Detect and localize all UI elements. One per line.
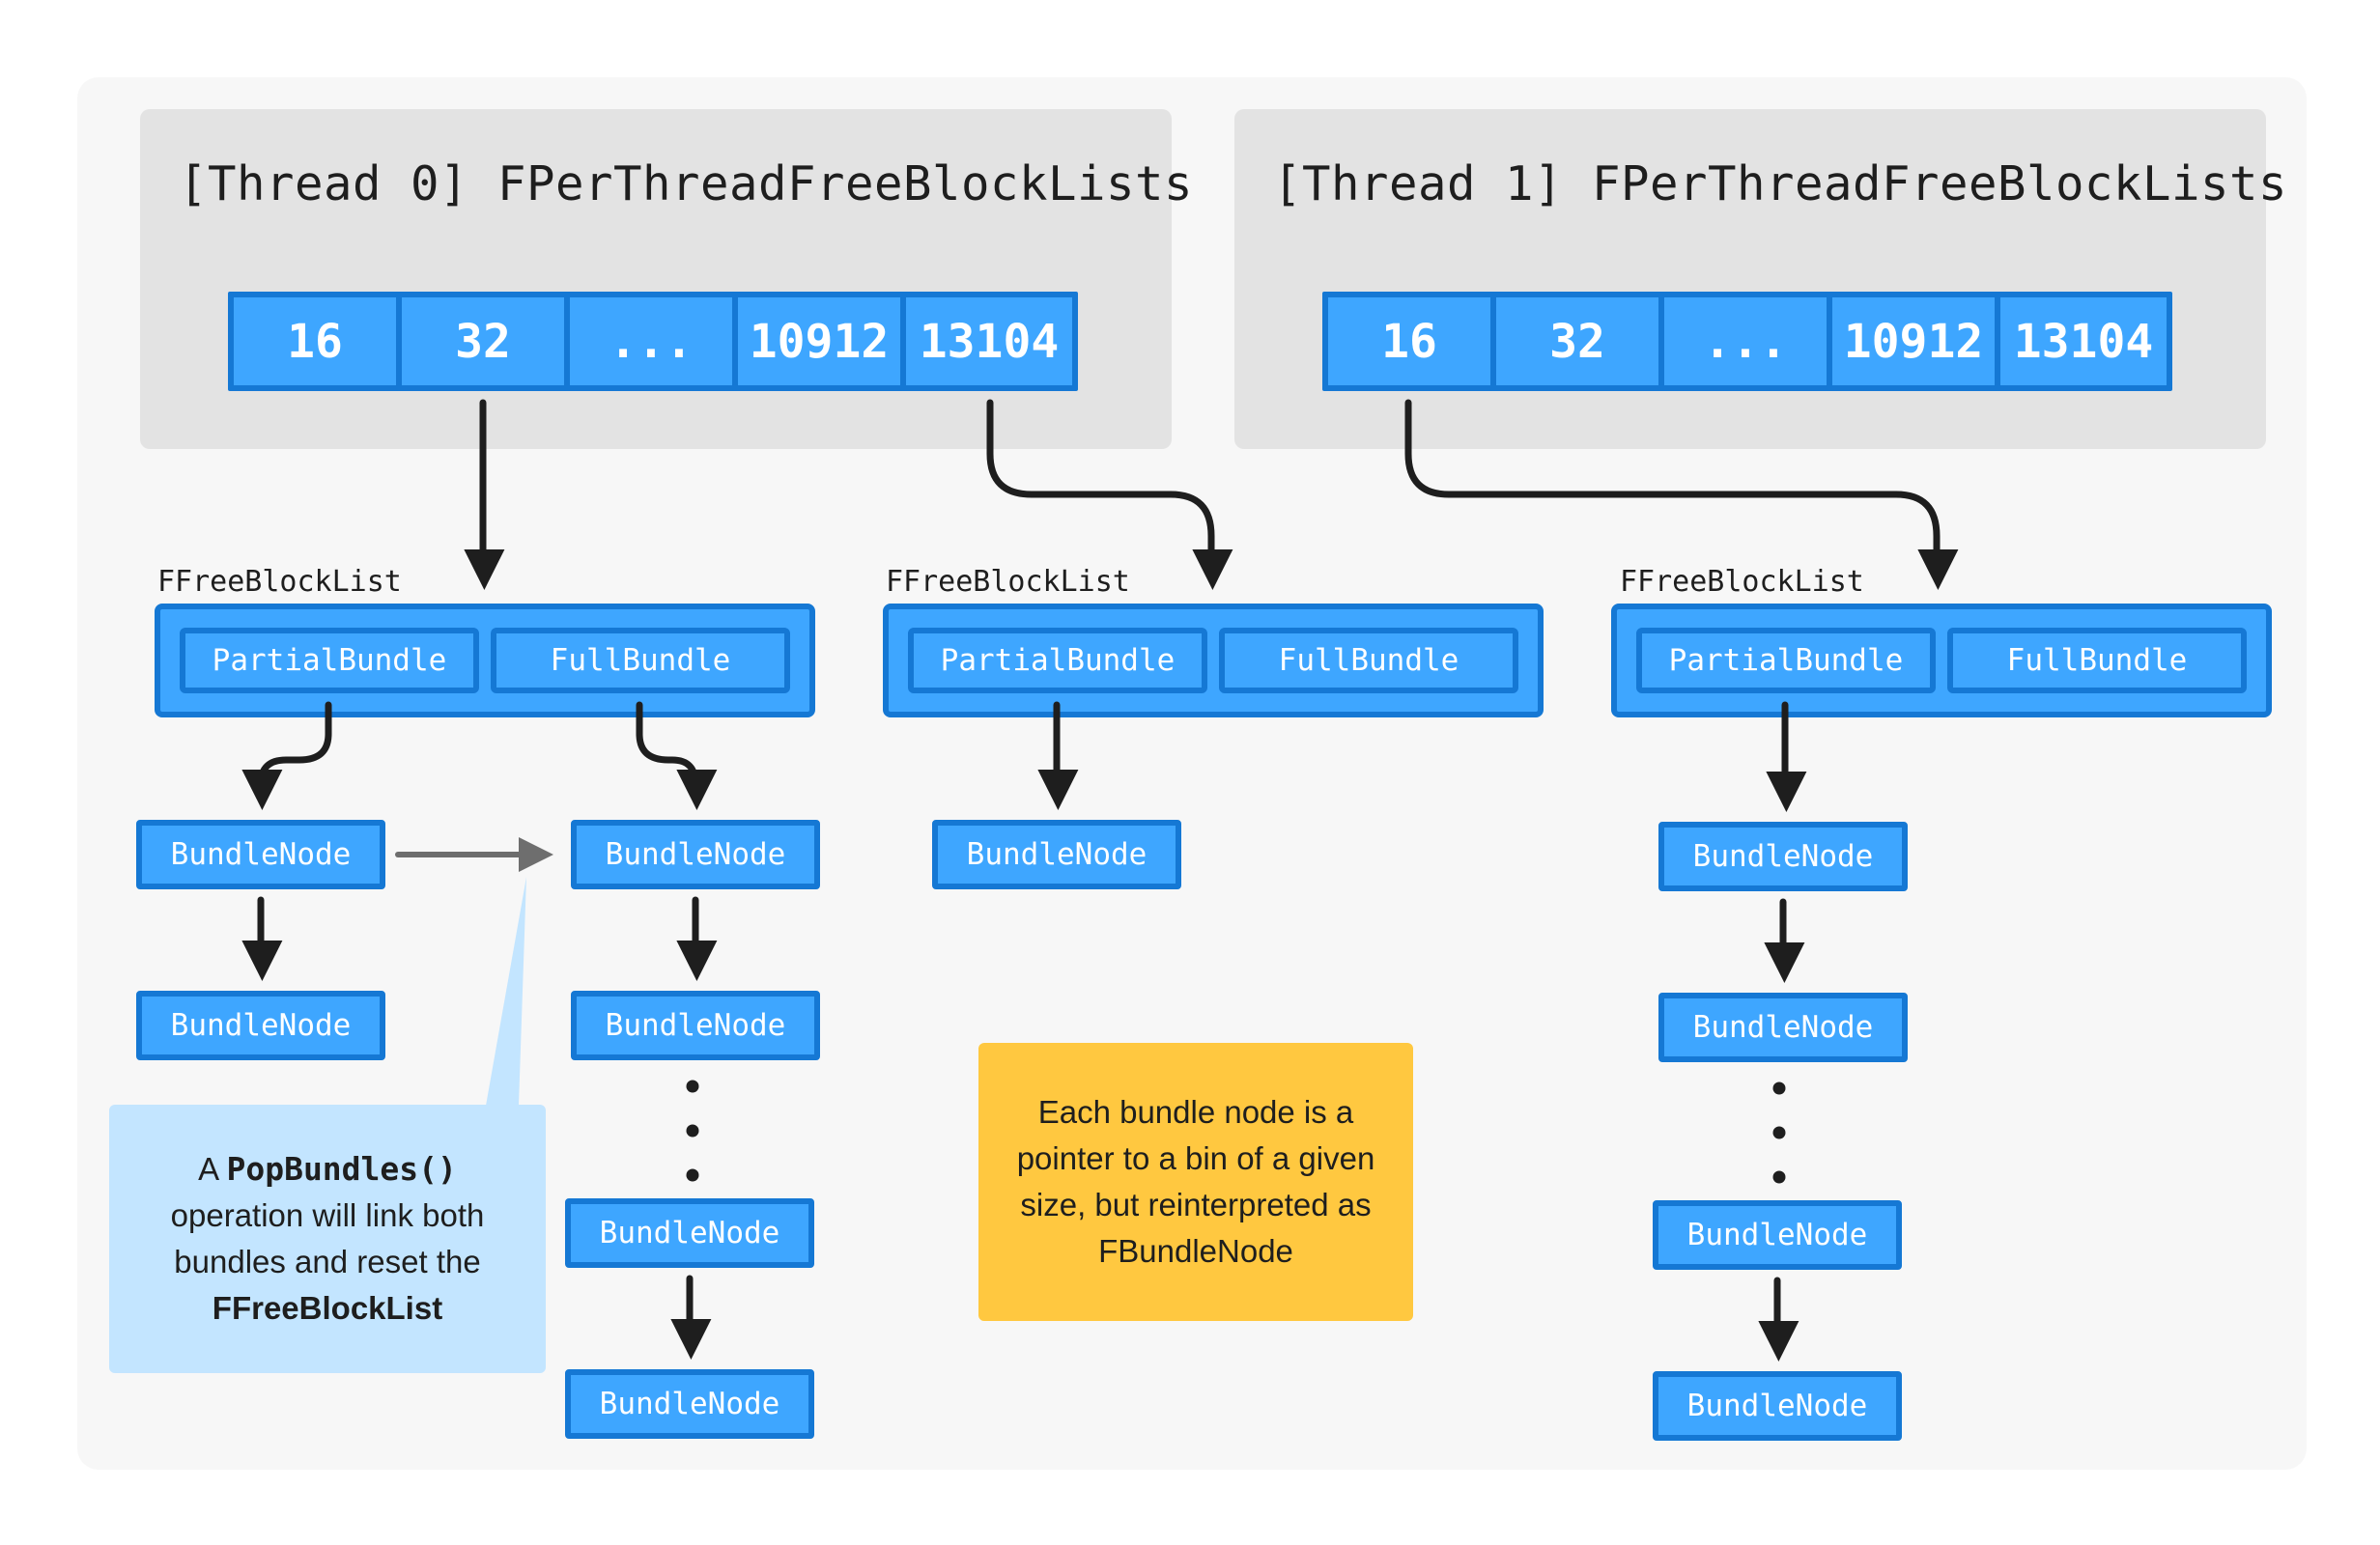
bundle-node: BundleNode (565, 1198, 814, 1268)
free-block-list-1-partial-bundle: PartialBundle (180, 628, 479, 693)
bundle-node-note: Each bundle node is a pointer to a bin o… (978, 1043, 1413, 1321)
ellipsis-dot (1772, 1126, 1786, 1139)
thread-1-bin-ellipsis: ... (1658, 292, 1832, 391)
thread-0-title: [Thread 0] FPerThreadFreeBlockLists (179, 156, 1194, 211)
free-block-list-3-label: FFreeBlockList (1620, 565, 1864, 599)
thread-0-bin-32: 32 (396, 292, 570, 391)
thread-1-bin-16: 16 (1322, 292, 1496, 391)
free-block-list-2-label: FFreeBlockList (886, 565, 1130, 599)
bundle-node: BundleNode (1658, 993, 1908, 1062)
thread-1-bin-13104: 13104 (1995, 292, 2172, 391)
ellipsis-dot (686, 1080, 699, 1093)
free-block-list-1-label: FFreeBlockList (157, 565, 402, 599)
popbundles-note-line1: A PopBundles() (171, 1146, 485, 1193)
thread-1-bin-32: 32 (1490, 292, 1664, 391)
bundle-node: BundleNode (571, 820, 820, 889)
bundle-node: BundleNode (565, 1369, 814, 1439)
bundle-node-note-line3: size, but reinterpreted as (1020, 1187, 1372, 1222)
note-pointer (486, 877, 526, 1106)
bundle-node: BundleNode (136, 820, 385, 889)
popbundles-note-line3: bundles and reset the (174, 1244, 481, 1279)
ellipsis-dot (1772, 1170, 1786, 1184)
bundle-node: BundleNode (1653, 1200, 1902, 1270)
popbundles-note-emph: FFreeBlockList (212, 1290, 443, 1326)
free-block-list-1-full-bundle: FullBundle (491, 628, 790, 693)
free-block-list-3-full-bundle: FullBundle (1947, 628, 2247, 693)
thread-1-panel (1234, 109, 2266, 449)
arrow-t1bin16-to-list3 (1404, 399, 1959, 590)
free-block-list-2-partial-bundle: PartialBundle (908, 628, 1207, 693)
bundle-node: BundleNode (1658, 822, 1908, 891)
popbundles-code: PopBundles() (226, 1150, 457, 1188)
arrow-bin13104-to-list2 (986, 399, 1233, 590)
popbundles-note: A PopBundles() operation will link both … (109, 1105, 546, 1373)
free-block-list-3-partial-bundle: PartialBundle (1636, 628, 1936, 693)
thread-0-bin-10912: 10912 (732, 292, 906, 391)
arrow-partial-to-node (241, 701, 332, 810)
thread-1-title: [Thread 1] FPerThreadFreeBlockLists (1273, 156, 2288, 211)
arrow-full-to-node (636, 701, 718, 810)
bundle-node: BundleNode (932, 820, 1181, 889)
thread-0-panel (140, 109, 1172, 449)
thread-0-bin-13104: 13104 (900, 292, 1078, 391)
free-block-list-2-full-bundle: FullBundle (1219, 628, 1518, 693)
bundle-node-note-line4: FBundleNode (1098, 1233, 1293, 1269)
ellipsis-dot (686, 1124, 699, 1138)
ellipsis-dot (686, 1168, 699, 1182)
thread-0-bin-ellipsis: ... (564, 292, 738, 391)
bundle-node: BundleNode (571, 991, 820, 1060)
popbundles-note-line2: operation will link both (170, 1197, 485, 1233)
popbundles-note-prefix: A (198, 1151, 227, 1187)
bundle-node-note-line1: Each bundle node is a (1037, 1094, 1354, 1130)
ellipsis-dot (1772, 1082, 1786, 1095)
bundle-node: BundleNode (136, 991, 385, 1060)
bundle-node-note-line2: pointer to a bin of a given (1016, 1140, 1375, 1176)
bundle-node: BundleNode (1653, 1371, 1902, 1441)
